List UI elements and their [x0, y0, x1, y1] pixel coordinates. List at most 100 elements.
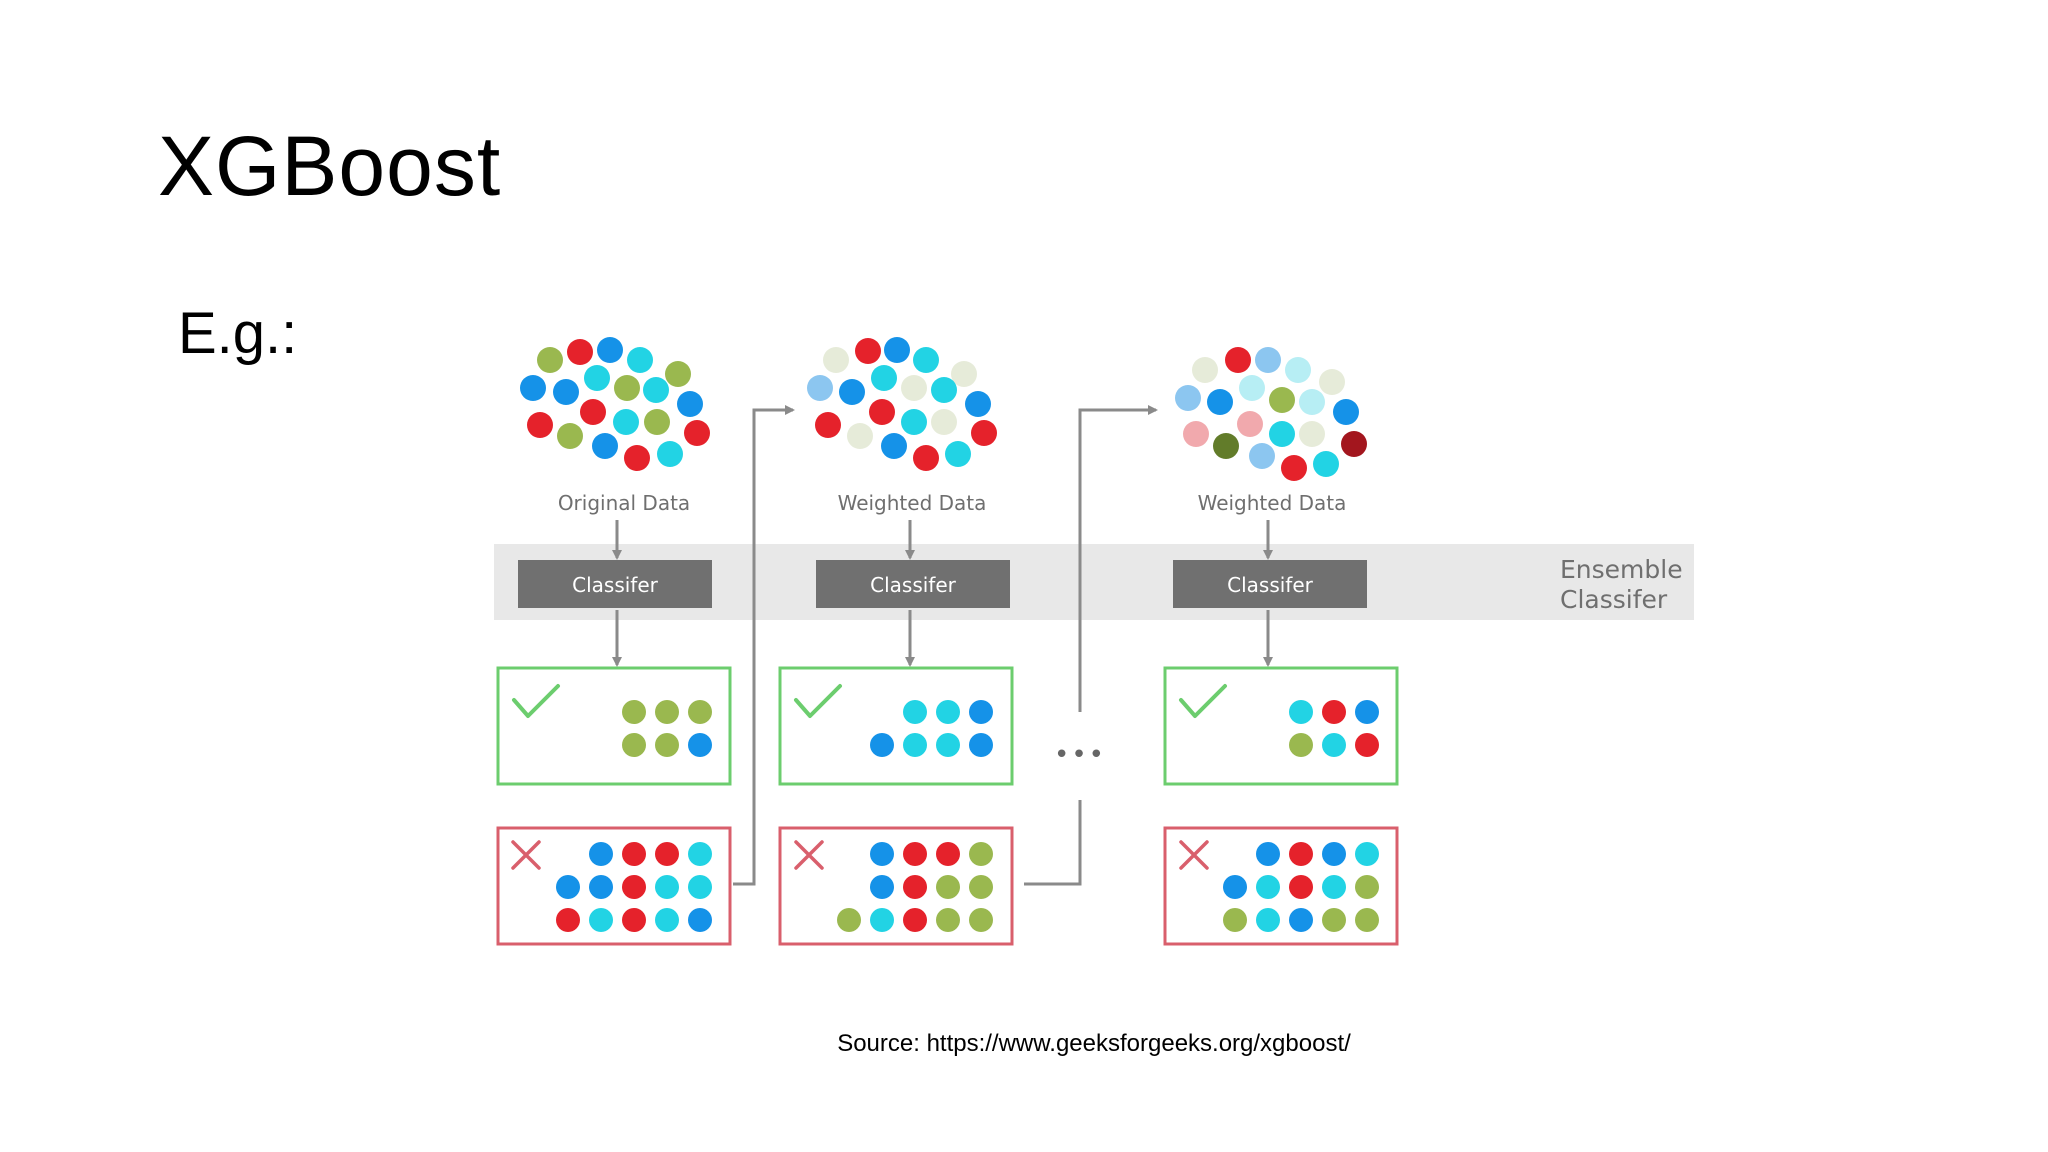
misclassified-sample-dot [655, 908, 679, 932]
misclassified-sample-dot [1322, 842, 1346, 866]
data-point [1192, 357, 1218, 383]
data-point [1269, 421, 1295, 447]
data-point [1319, 369, 1345, 395]
data-point [901, 375, 927, 401]
misclassified-sample-dot [688, 842, 712, 866]
data-label-1: Original Data [558, 491, 690, 515]
data-point [557, 423, 583, 449]
data-point [871, 365, 897, 391]
classifier-box-3: Classifer [1173, 560, 1367, 608]
misclassified-sample-dot [870, 875, 894, 899]
misclassified-sample-dot [655, 842, 679, 866]
data-point [965, 391, 991, 417]
data-point [527, 412, 553, 438]
misclassified-sample-dot [969, 908, 993, 932]
data-point [1299, 421, 1325, 447]
data-point [1255, 347, 1281, 373]
classifier-box-1: Classifer [518, 560, 712, 608]
data-point [644, 409, 670, 435]
data-point [567, 339, 593, 365]
ellipsis: ••• [1054, 740, 1106, 770]
correct-sample-dot [655, 733, 679, 757]
misclassified-sample-dot [903, 908, 927, 932]
correct-sample-dot [1355, 700, 1379, 724]
misclassified-sample-dot [903, 875, 927, 899]
misclassified-sample-dot [837, 908, 861, 932]
data-point [901, 409, 927, 435]
correct-sample-dot [655, 700, 679, 724]
correct-sample-dot [1289, 700, 1313, 724]
misclassified-sample-dot [556, 875, 580, 899]
misclassified-sample-dot [1289, 842, 1313, 866]
misclassified-sample-dot [1322, 875, 1346, 899]
classifier-label-1: Classifer [572, 573, 659, 597]
ensemble-label-line1: Ensemble [1560, 555, 1683, 584]
correct-sample-dot [969, 700, 993, 724]
data-point [1333, 399, 1359, 425]
misclassified-sample-dot [622, 908, 646, 932]
data-point [1281, 455, 1307, 481]
misclassified-sample-dot [969, 875, 993, 899]
data-point [627, 347, 653, 373]
data-point [823, 347, 849, 373]
data-point [1175, 385, 1201, 411]
misclassified-sample-dot [870, 842, 894, 866]
correct-sample-dot [870, 733, 894, 757]
misclassified-sample-dot [622, 842, 646, 866]
ensemble-label-line2: Classifer [1560, 585, 1668, 614]
correct-sample-dot [1322, 733, 1346, 757]
misclassified-sample-dot [1256, 842, 1280, 866]
data-point [613, 409, 639, 435]
misclassified-sample-dot [688, 875, 712, 899]
misclassified-sample-dot [936, 842, 960, 866]
misclassified-sample-dot [1223, 875, 1247, 899]
slide-title: XGBoost [158, 119, 502, 213]
dot-layer [520, 337, 1379, 932]
data-label-3: Weighted Data [1198, 491, 1347, 515]
data-point [869, 399, 895, 425]
misclassified-sample-dot [589, 875, 613, 899]
data-point [1285, 357, 1311, 383]
data-label-2: Weighted Data [838, 491, 987, 515]
correct-sample-dot [688, 733, 712, 757]
data-point [1239, 375, 1265, 401]
correct-sample-dot [903, 700, 927, 724]
misclassified-sample-dot [1223, 908, 1247, 932]
data-point [553, 379, 579, 405]
misclassified-sample-dot [936, 875, 960, 899]
check-icon [1179, 684, 1227, 718]
data-point [684, 420, 710, 446]
data-point [657, 441, 683, 467]
misclassified-sample-dot [903, 842, 927, 866]
correct-sample-dot [969, 733, 993, 757]
cross-icon [794, 840, 824, 870]
data-point [665, 361, 691, 387]
misclassified-sample-dot [936, 908, 960, 932]
data-point [847, 423, 873, 449]
misclassified-sample-dot [969, 842, 993, 866]
example-label: E.g.: [178, 301, 298, 366]
misclassified-sample-dot [870, 908, 894, 932]
classifier-box-2: Classifer [816, 560, 1010, 608]
misclassified-sample-dot [688, 908, 712, 932]
correct-sample-dot [1289, 733, 1313, 757]
misclassified-sample-dot [622, 875, 646, 899]
misclassified-sample-dot [1322, 908, 1346, 932]
misclassified-sample-dot [556, 908, 580, 932]
data-point [1313, 451, 1339, 477]
data-point [945, 441, 971, 467]
check-icon [794, 684, 842, 718]
feedback-connector-2-lower [1024, 800, 1082, 886]
misclassified-sample-dot [1355, 842, 1379, 866]
data-point [1207, 389, 1233, 415]
data-point [881, 433, 907, 459]
data-point [624, 445, 650, 471]
correct-sample-dot [903, 733, 927, 757]
classifier-label-2: Classifer [870, 573, 957, 597]
data-point [913, 347, 939, 373]
data-point [614, 375, 640, 401]
data-point [1225, 347, 1251, 373]
data-point [1341, 431, 1367, 457]
correct-sample-dot [936, 700, 960, 724]
